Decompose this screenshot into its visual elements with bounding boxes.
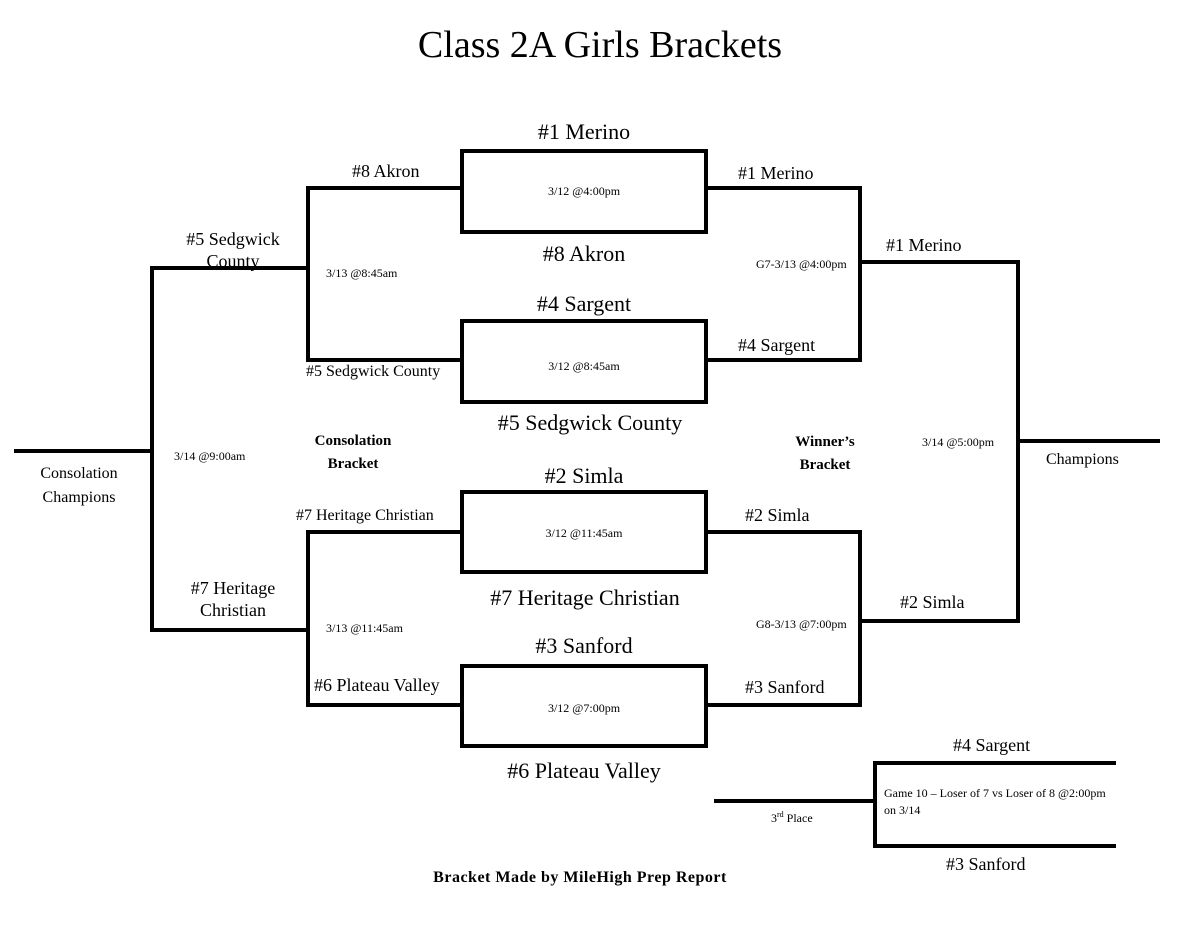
consolation-final-top-team: #5 Sedgwick County bbox=[186, 229, 280, 271]
consolation-bracket-label: Consolation Bracket bbox=[314, 433, 392, 472]
game-4-bottom-team: #6 Plateau Valley bbox=[507, 758, 661, 783]
game-1-box bbox=[460, 149, 708, 234]
game-1-time: 3/12 @4:00pm bbox=[547, 184, 621, 198]
game-2-bottom-team: #5 Sedgwick County bbox=[497, 410, 683, 435]
winners-semi-bot-team-b: #3 Sanford bbox=[745, 677, 825, 697]
consolation-final-time: 3/14 @9:00am bbox=[174, 449, 246, 463]
consolation-r1-bot-time: 3/13 @11:45am bbox=[326, 621, 403, 635]
game-4-top-team: #3 Sanford bbox=[535, 633, 633, 658]
game-3-bottom-team: #7 Heritage Christian bbox=[490, 585, 680, 610]
consolation-r1-top-time: 3/13 @8:45am bbox=[326, 266, 398, 280]
consolation-r1-bot-team-b: #6 Plateau Valley bbox=[314, 675, 440, 695]
page-title: Class 2A Girls Brackets bbox=[417, 24, 783, 66]
consolation-r1-top-team-b: #5 Sedgwick County bbox=[306, 363, 441, 380]
consolation-r1-top-team-a: #8 Akron bbox=[352, 161, 420, 181]
winners-semi-bot-team-a: #2 Simla bbox=[745, 505, 810, 525]
third-place-game-info: Game 10 – Loser of 7 vs Loser of 8 @2:00… bbox=[884, 786, 1106, 817]
third-place-top-team: #4 Sargent bbox=[953, 735, 1031, 755]
game-3-top-team: #2 Simla bbox=[544, 463, 624, 488]
champions-label: Champions bbox=[1046, 451, 1119, 468]
winners-final-bot-team: #2 Simla bbox=[900, 592, 965, 612]
winners-bracket-label: Winner’s Bracket bbox=[795, 434, 855, 473]
winners-semi-top-time: G7-3/13 @4:00pm bbox=[756, 257, 847, 271]
game-3-time: 3/12 @11:45am bbox=[545, 526, 623, 540]
winners-semi-bot-time: G8-3/13 @7:00pm bbox=[756, 617, 847, 631]
game-2-top-team: #4 Sargent bbox=[536, 291, 632, 316]
winners-semi-top-team-b: #4 Sargent bbox=[738, 335, 816, 355]
game-2-time: 3/12 @8:45am bbox=[548, 359, 620, 373]
consolation-final-bot-team: #7 Heritage Christian bbox=[190, 578, 276, 620]
game-4-time: 3/12 @7:00pm bbox=[547, 701, 621, 715]
game-1-top-team: #1 Merino bbox=[537, 119, 631, 144]
credit-text: Bracket Made by MileHigh Prep Report bbox=[433, 869, 727, 886]
winners-final-time: 3/14 @5:00pm bbox=[922, 435, 995, 449]
third-place-bottom-team: #3 Sanford bbox=[946, 854, 1026, 874]
consolation-champions-label: Consolation Champions bbox=[40, 465, 118, 506]
winners-final-top-team: #1 Merino bbox=[886, 235, 962, 255]
consolation-r1-bot-team-a: #7 Heritage Christian bbox=[296, 507, 434, 524]
winners-semi-top-team-a: #1 Merino bbox=[738, 163, 814, 183]
third-place-label: 3rd Place bbox=[771, 810, 813, 825]
game-1-bottom-team: #8 Akron bbox=[542, 241, 626, 266]
